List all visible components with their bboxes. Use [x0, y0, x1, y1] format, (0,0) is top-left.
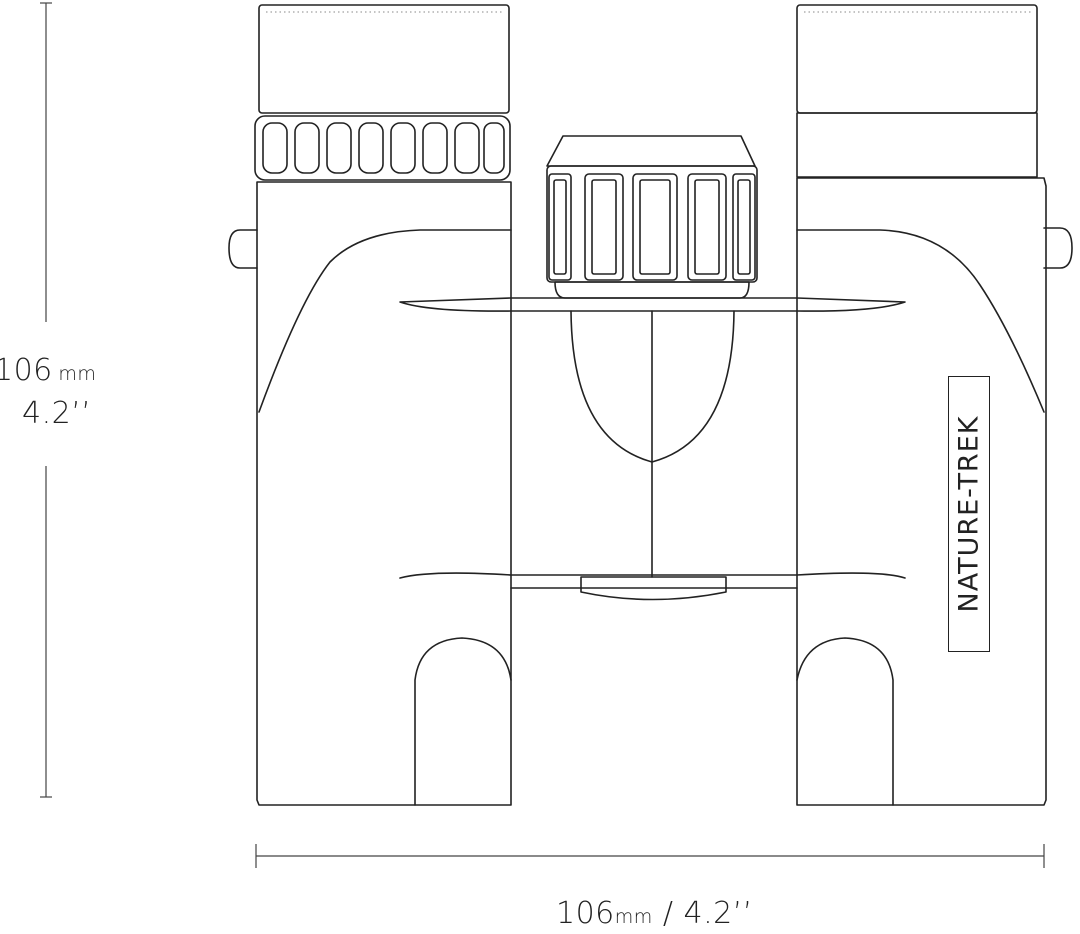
height-metric-label: 106 mm	[0, 353, 96, 388]
width-label: 106mm / 4.2’’	[556, 896, 753, 931]
center-bridge	[399, 297, 906, 601]
brand-label: NATURE-TREK	[953, 415, 985, 613]
left-knurl-ridges	[262, 122, 505, 174]
right-barrel	[796, 4, 1073, 806]
focus-wheel	[546, 135, 758, 299]
width-value: 106	[556, 896, 615, 931]
focus-wheel-ridges	[548, 173, 756, 281]
height-unit: mm	[58, 363, 97, 385]
width-separator: /	[652, 896, 684, 931]
width-dimension-line	[255, 844, 1045, 868]
height-dimension-line	[40, 2, 52, 798]
brand-label-box	[948, 376, 990, 652]
height-inch-label: 4.2’’	[22, 396, 92, 431]
width-unit: mm	[614, 906, 653, 928]
height-value: 106	[0, 353, 53, 388]
width-inches: 4.2’’	[683, 896, 753, 931]
left-barrel	[228, 4, 512, 806]
